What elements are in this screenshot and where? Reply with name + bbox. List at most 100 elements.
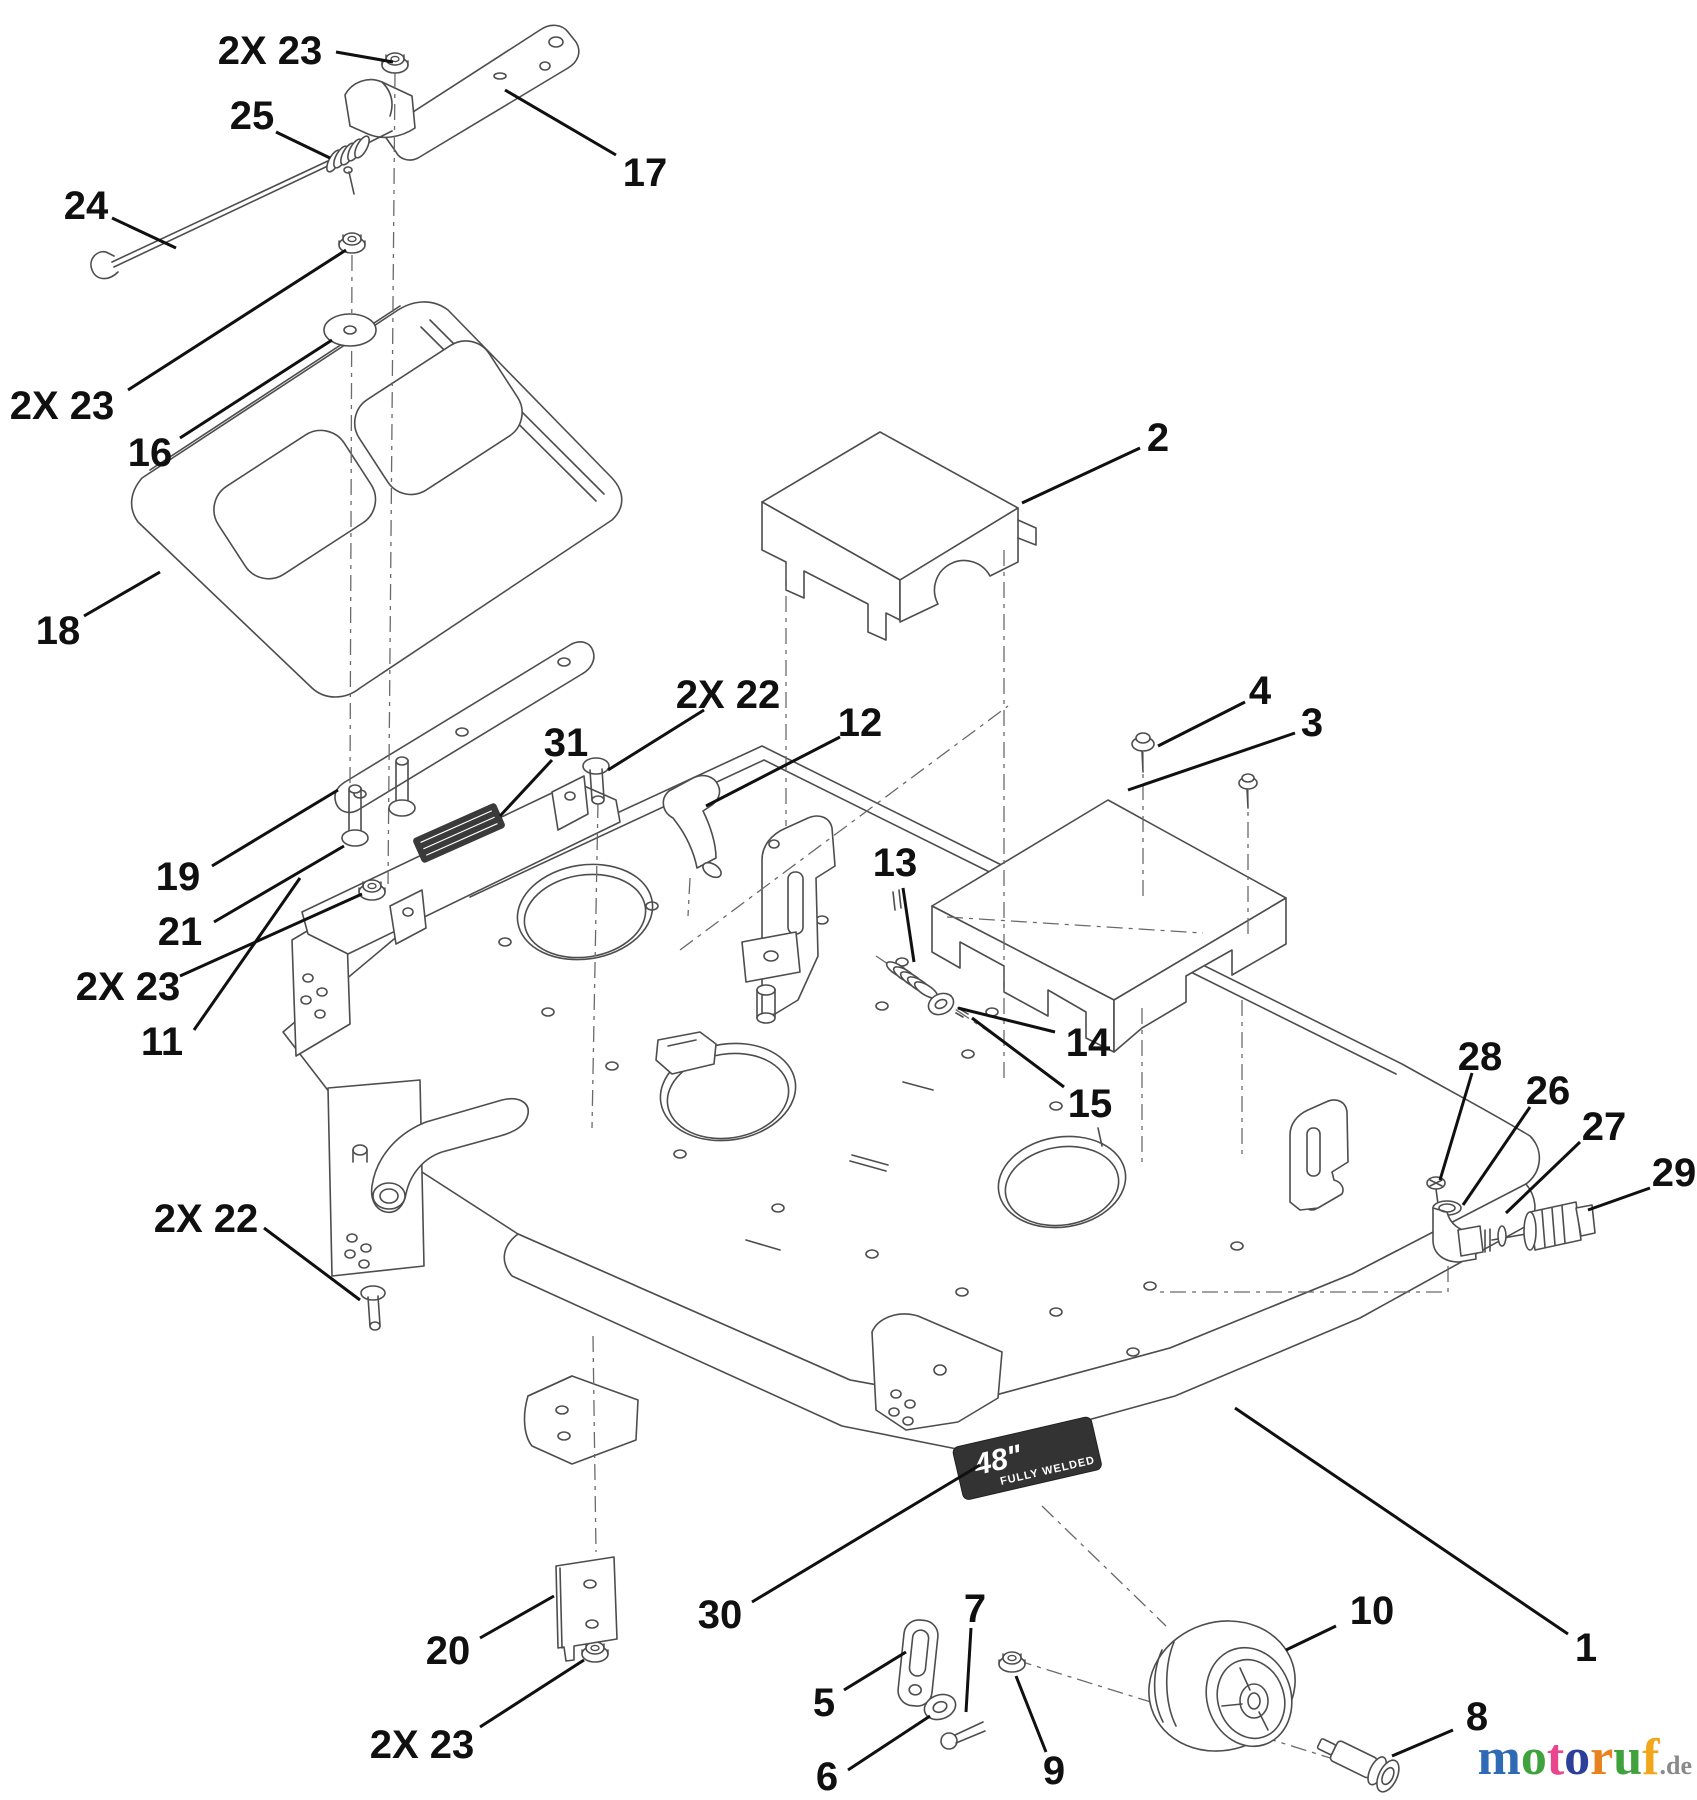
flange-nut-23: [338, 232, 366, 254]
callout-leader-line: [751, 1463, 981, 1604]
belt-guard-part-3: [931, 799, 1287, 1053]
callout-leader-line: [1391, 1728, 1454, 1758]
pulley-cover-part-2: [761, 431, 1037, 641]
callout-leader-line: [1234, 1406, 1569, 1636]
callout-label: 25: [230, 94, 275, 138]
callout-leader-line: [1157, 700, 1246, 748]
callout-leader-line: [705, 735, 841, 808]
callout-label: 2X 23: [370, 1723, 475, 1767]
callout-label: 17: [623, 151, 668, 195]
carriage-bolt-21: [341, 756, 416, 847]
lift-rod-part-24: [90, 130, 393, 280]
hardware: [323, 52, 1596, 1793]
washer-part-16: [323, 313, 377, 347]
adjustment-link-part-5: [897, 1619, 939, 1707]
callout-leader-line: [479, 1594, 555, 1640]
callout-label: 29: [1652, 1151, 1697, 1195]
callout-label: 4: [1249, 669, 1272, 713]
callout-label: 26: [1526, 1069, 1571, 1113]
watermark-letter: u: [1613, 1729, 1643, 1786]
callout-label: 1: [1575, 1626, 1597, 1670]
caster-wheel-part-10: [1148, 1620, 1296, 1752]
flange-nut-9: [998, 1651, 1026, 1673]
deck-rear-bracket-right: [1289, 1099, 1349, 1211]
flange-nut-23: [581, 1641, 609, 1663]
callout-label: 9: [1043, 1749, 1065, 1793]
callout-label: 31: [544, 721, 589, 765]
deck-shell-part-1: [282, 745, 1541, 1453]
support-bracket-part-17: [344, 24, 580, 161]
callout-leader-line: [1438, 1072, 1474, 1181]
bolt-22: [360, 1285, 386, 1331]
shoulder-bolt-part-8: [1316, 1738, 1400, 1793]
deck-lift-lever-assembly: [327, 1079, 529, 1277]
callout-leader-line: [1285, 1624, 1337, 1652]
callout-label: 30: [698, 1593, 743, 1637]
callout-label: 24: [64, 184, 109, 228]
callout-leader-line: [1587, 1186, 1651, 1212]
callout-leader-line: [1127, 731, 1296, 792]
washer-part-27: [1497, 1225, 1507, 1247]
callout-leader-line: [479, 1658, 585, 1729]
callout-leader-line: [504, 88, 617, 157]
callout-leader-line: [964, 1627, 973, 1713]
callout-leader-line: [211, 788, 339, 868]
stop-bracket-part-20: [555, 1556, 618, 1662]
callout-label: 12: [838, 701, 883, 745]
callout-leader-line: [179, 338, 333, 440]
callout-label: 2X 22: [154, 1197, 259, 1241]
callout-label: 2: [1147, 416, 1169, 460]
callout-leader-line: [263, 1226, 361, 1302]
callout-label: 16: [128, 431, 173, 475]
callout-label: 19: [156, 855, 201, 899]
callout-label: 2X 23: [76, 965, 181, 1009]
watermark-suffix: .de: [1659, 1751, 1693, 1780]
callout-label: 8: [1466, 1695, 1488, 1739]
watermark-letter: t: [1546, 1729, 1565, 1786]
bolt-22: [582, 757, 610, 805]
spring-part-13: [885, 961, 939, 999]
callout-label: 2X 22: [676, 673, 781, 717]
callout-leader-line: [83, 570, 161, 618]
callout-leader-line: [971, 1016, 1065, 1089]
callout-label: 2X 23: [10, 384, 115, 428]
watermark-letters: motoruf: [1478, 1729, 1660, 1786]
callout-leader-line: [275, 130, 331, 160]
callout-label: 18: [36, 609, 81, 653]
flange-nut-23: [358, 879, 386, 901]
callout-leader-line: [1014, 1675, 1048, 1753]
support-plate-part-11: [301, 775, 621, 955]
callout-leader-line: [335, 50, 394, 64]
callout-leader-line: [192, 877, 302, 1031]
watermark-letter: f: [1642, 1729, 1660, 1786]
flange-nut-23: [381, 52, 409, 74]
watermark-letter: r: [1590, 1729, 1614, 1786]
callout-label: 20: [426, 1629, 471, 1673]
callout-label: 5: [813, 1681, 835, 1725]
callout-leader-line: [1461, 1106, 1532, 1206]
belt-cover-part-18: [130, 301, 623, 698]
idler-block: [741, 931, 801, 1024]
callout-label: 11: [141, 1020, 183, 1064]
callout-leader-line: [847, 1714, 931, 1772]
callout-leader-line: [179, 892, 363, 978]
watermark-letter: o: [1564, 1729, 1591, 1786]
callout-leader-line: [957, 1006, 1056, 1034]
callout-leader-line: [901, 887, 916, 963]
callout-leader-line: [1504, 1140, 1582, 1215]
cable-clip: [655, 1031, 717, 1075]
front-caster-bracket: [871, 1313, 1003, 1431]
spring-part-25: [326, 135, 370, 173]
callout-leader-line: [213, 844, 345, 924]
watermark-letter: m: [1477, 1729, 1521, 1786]
callout-label: 10: [1350, 1589, 1395, 1633]
front-hanger-bracket: [523, 1375, 639, 1465]
callout-label: 15: [1068, 1082, 1113, 1126]
callout-label: 27: [1582, 1105, 1627, 1149]
callout-label: 21: [158, 910, 203, 954]
callout-label: 28: [1458, 1035, 1503, 1079]
callout-leader-line: [607, 708, 705, 772]
callout-label: 13: [873, 841, 918, 885]
